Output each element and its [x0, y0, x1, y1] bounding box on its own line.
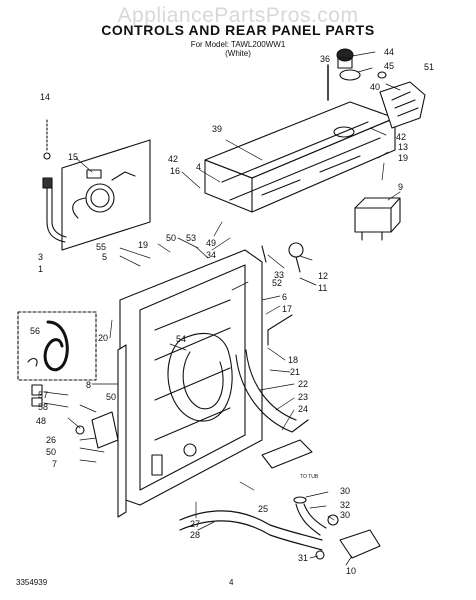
timer-bracket — [379, 81, 426, 129]
callout: 25 — [258, 504, 268, 514]
callout: 18 — [288, 355, 298, 365]
callout: 34 — [206, 250, 216, 260]
callout: 4 — [196, 162, 201, 172]
callout: 49 — [206, 238, 216, 248]
callout: 27 — [190, 519, 200, 529]
callout: 8 — [86, 380, 91, 390]
callout: 51 — [424, 62, 434, 72]
callout: 20 — [98, 333, 108, 343]
callout: 53 — [186, 233, 196, 243]
callout: 9 — [398, 182, 403, 192]
callout: 30 — [340, 510, 350, 520]
callout: 58 — [38, 402, 48, 412]
callout: 32 — [340, 500, 350, 510]
callout-leaders — [43, 51, 401, 566]
callout: 42 — [168, 154, 178, 164]
callout: 21 — [290, 367, 300, 377]
callout: 44 — [384, 47, 394, 57]
callout-numbers: 44 36 45 40 51 39 42 13 19 9 14 15 42 16… — [30, 47, 434, 576]
callout: 12 — [318, 271, 328, 281]
callout: 42 — [396, 132, 406, 142]
callout: 39 — [212, 124, 222, 134]
document-number: 3354939 — [16, 578, 48, 587]
tub-connector — [293, 496, 381, 560]
control-console — [204, 101, 396, 213]
diagram-title: CONTROLS AND REAR PANEL PARTS — [101, 22, 375, 38]
callout: 15 — [68, 152, 78, 162]
inset-label: TO TUB — [300, 474, 319, 480]
callout: 36 — [320, 54, 330, 64]
callout: 17 — [282, 304, 292, 314]
callout: 52 — [272, 278, 282, 288]
pressure-switch — [261, 242, 304, 273]
callout: 50 — [166, 233, 176, 243]
rear-panel — [119, 249, 263, 506]
page-number: 4 — [229, 578, 234, 587]
callout: 55 — [96, 242, 106, 252]
callout: 33 — [274, 270, 284, 280]
callout: 45 — [384, 61, 394, 71]
drain-hose-inset — [17, 311, 97, 381]
callout: 7 — [52, 459, 57, 469]
drain-hose — [179, 510, 323, 551]
callout: 13 — [398, 142, 408, 152]
fill-hose — [42, 119, 67, 243]
callout: 28 — [190, 530, 200, 540]
model-line: For Model: TAWL200WW1 — [190, 40, 286, 49]
pump-assembly — [235, 314, 313, 469]
callout: 14 — [40, 92, 50, 102]
callout: 23 — [298, 392, 308, 402]
callout: 22 — [298, 379, 308, 389]
timer-knob — [327, 48, 387, 101]
callout: 3 — [38, 252, 43, 262]
callout: 54 — [176, 334, 186, 344]
callout: 26 — [46, 435, 56, 445]
callout: 1 — [38, 264, 43, 274]
watermark: AppliancePartsPros.com — [117, 4, 359, 27]
motor-switch — [354, 197, 401, 241]
callout: 50 — [46, 447, 56, 457]
callout: 6 — [282, 292, 287, 302]
callout: 11 — [318, 283, 327, 293]
callout: 24 — [298, 404, 308, 414]
callout: 57 — [38, 390, 48, 400]
callout: 30 — [340, 486, 350, 496]
callout: 19 — [398, 153, 408, 163]
callout: 31 — [298, 553, 308, 563]
callout: 5 — [102, 252, 107, 262]
callout: 16 — [170, 166, 180, 176]
callout: 10 — [346, 566, 356, 576]
color-line: (White) — [225, 49, 251, 58]
hose-inset — [61, 139, 151, 251]
callout: 48 — [36, 416, 46, 426]
callout: 50 — [106, 392, 116, 402]
trim-strip — [117, 344, 127, 518]
left-bracket — [31, 384, 119, 449]
callout: 19 — [138, 240, 148, 250]
callout: 56 — [30, 326, 40, 336]
callout: 40 — [370, 82, 380, 92]
